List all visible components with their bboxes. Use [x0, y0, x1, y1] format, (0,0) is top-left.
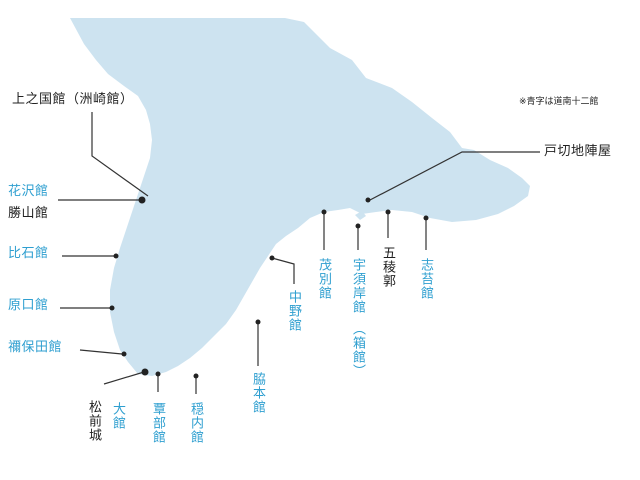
- leader-nakano: [271, 257, 295, 284]
- label-shinori: 志苔館: [418, 258, 433, 300]
- site-dot-mobetsu: [321, 209, 327, 215]
- site-dot-usukeshi: [355, 223, 361, 229]
- label-matsumae: 松前城: [86, 400, 101, 442]
- hakodate-islet: [355, 211, 366, 220]
- leader-kaminokuni: [91, 112, 149, 197]
- site-dot-shinori: [423, 215, 429, 221]
- leader-hekiri: [369, 151, 540, 201]
- label-wakimoto: 脇本館: [250, 372, 265, 414]
- label-hekiri: 戸切地陣屋: [544, 144, 612, 159]
- label-kaminokuni: 上之国館（洲崎館）: [12, 92, 134, 107]
- site-dot-goryokaku: [385, 209, 391, 215]
- site-dot-odate: [155, 371, 161, 377]
- site-dot-katsuyama: [138, 196, 146, 204]
- label-nakano: 中野館: [286, 290, 301, 332]
- label-nebota: 禰保田館: [8, 340, 63, 355]
- label-usukeshi: 宇須岸館: [350, 258, 365, 314]
- label-hakodate: （箱館）: [350, 322, 365, 378]
- site-dot-wakimoto: [255, 319, 261, 325]
- site-dot-haraguchi: [109, 305, 115, 311]
- label-katsuyama: 勝山館: [8, 206, 49, 221]
- label-hiishi: 比石館: [8, 246, 49, 261]
- label-haraguchi: 原口館: [8, 298, 49, 313]
- label-shinori-uchi: 穏内館: [188, 402, 203, 444]
- site-dot-matsumae: [141, 368, 149, 376]
- label-hanazawa: 花沢館: [8, 184, 49, 199]
- site-dot-hekiri: [365, 197, 371, 203]
- leader-matsumae: [103, 371, 145, 385]
- land-mass: [70, 18, 530, 376]
- site-dot-nebota: [121, 351, 127, 357]
- site-dot-kakibe: [193, 373, 199, 379]
- site-dot-nakano: [269, 255, 275, 261]
- label-odate: 大館: [110, 402, 125, 430]
- label-kakibe: 覃部館: [150, 402, 165, 444]
- label-mobetsu: 茂別館: [316, 258, 331, 300]
- site-dot-hiishi: [113, 253, 119, 259]
- label-goryokaku: 五稜郭: [380, 246, 395, 288]
- leader-nebota: [79, 349, 123, 355]
- legend-note: ※青字は道南十二館: [519, 97, 599, 107]
